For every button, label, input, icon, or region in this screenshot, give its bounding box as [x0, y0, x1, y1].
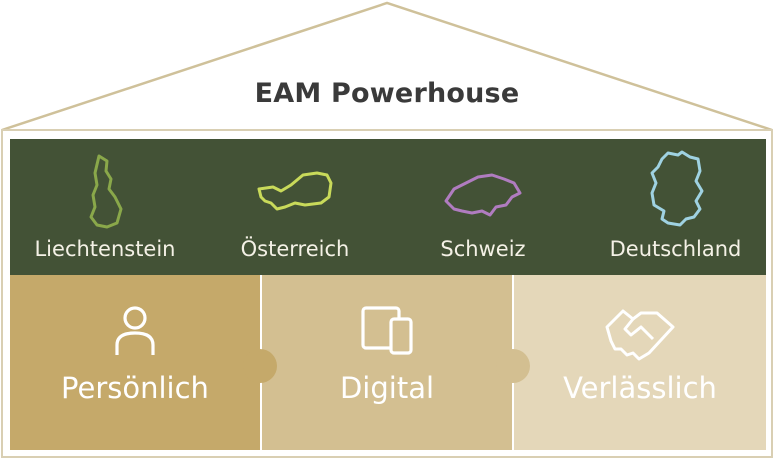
country-label: Deutschland: [609, 237, 742, 261]
value-tile-reliable: Verlässlich: [514, 275, 766, 450]
puzzle-connector: [243, 349, 277, 383]
puzzle-connector: [496, 349, 530, 383]
values-row: Persönlich Digital Verlässlich: [10, 275, 766, 450]
liechtenstein-map-icon: [89, 154, 123, 229]
value-label: Digital: [339, 371, 435, 405]
handshake-icon: [605, 309, 675, 361]
devices-icon: [361, 306, 413, 355]
value-label: Verlässlich: [563, 371, 717, 405]
switzerland-map-icon: [444, 173, 522, 217]
country-austria: Österreich: [195, 139, 395, 275]
austria-map-icon: [257, 171, 333, 211]
country-label: Schweiz: [440, 237, 526, 261]
country-germany: Deutschland: [585, 139, 766, 275]
country-label: Österreich: [240, 237, 350, 261]
country-label: Liechtenstein: [34, 237, 176, 261]
germany-map-icon: [650, 150, 703, 227]
value-label: Persönlich: [61, 371, 209, 405]
value-tile-personal: Persönlich: [10, 275, 260, 450]
country-liechtenstein: Liechtenstein: [10, 139, 200, 275]
country-switzerland: Schweiz: [388, 139, 578, 275]
value-tile-digital: Digital: [262, 275, 512, 450]
diagram-title: EAM Powerhouse: [254, 78, 520, 109]
countries-band: Liechtenstein Österreich Schweiz Deutsch…: [10, 139, 766, 275]
person-icon: [115, 306, 155, 355]
